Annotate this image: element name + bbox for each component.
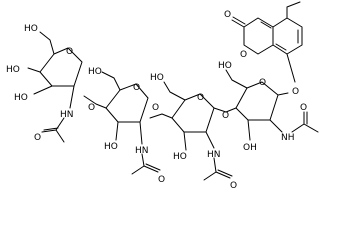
sugar-ring-4 (27, 31, 83, 143)
glycosidic-bond-4-3 (83, 95, 107, 109)
sugar-3-ch2oh-bond (101, 71, 121, 91)
coumarin-group (231, 1, 303, 83)
sugar-3-oh-bond (115, 121, 119, 141)
coumarin-benzene-ring (272, 17, 303, 55)
sugar-2-ch2oh-bond (163, 81, 186, 101)
glycosidic-oxygen-3-label: O (152, 103, 159, 113)
ring-2-oh-label: HO (173, 152, 187, 162)
ring-4-ch2oh-label: HO (24, 24, 38, 34)
aryl-oxygen-label: O (292, 87, 299, 97)
coumarin-lactone-ring (243, 17, 274, 55)
ring-4-acetyl-oxygen-label: O (34, 133, 41, 143)
sugar-1-oh-bond (247, 119, 251, 141)
carbonyl-bond (231, 16, 246, 28)
sugar-2-acetyl-bond (203, 157, 233, 181)
ring-2-oxygen-label: O (197, 93, 204, 103)
coumarin-double-bond (260, 21, 272, 29)
ring-3-acetyl-oxygen-label: O (158, 175, 165, 185)
glycosidic-oxygen-4-label: O (88, 103, 95, 113)
glycosidic-bond-3-2 (149, 113, 173, 119)
sugar-ring-1-bonds (235, 81, 279, 121)
molecule-drawing: O O O O HO OH NH O O O HO HO HN O O O HO… (6, 1, 319, 191)
sugar-ring-2-bonds (171, 93, 215, 133)
ring-1-nh-label: NH (281, 133, 295, 143)
sugar-ring-3-bonds (105, 83, 149, 123)
ring-1-acetyl-oxygen-label: O (300, 103, 307, 113)
sugar-4-ch2oh-bond (39, 31, 55, 55)
sugar-3-nh-bond (139, 121, 143, 145)
ring-2-nh-label: HN (207, 150, 221, 160)
carbonyl-oxygen-label: O (224, 10, 231, 20)
sugar-ring-1 (225, 69, 319, 141)
ring-2-ch2oh-label: HO (150, 73, 164, 83)
sugar-2-nh-bond (205, 131, 215, 149)
ring-1-ch2oh-label: HO (218, 61, 232, 71)
chemical-structure-diagram: O O O O HO OH NH O O O HO HO HN O O O HO… (6, 1, 319, 191)
sugar-ring-3 (101, 71, 161, 175)
sugar-4-acetyl-bond (41, 117, 65, 143)
ring-3-ch2oh-label: HO (88, 67, 102, 77)
ring-2-acetyl-oxygen-label: O (230, 181, 237, 191)
sugar-1-nh-bond (269, 119, 283, 133)
ring-1-oxygen-label: O (259, 78, 266, 88)
ring-4-nh-label: HN (60, 110, 74, 120)
ring-4-oxygen-label: O (66, 47, 73, 57)
sugar-4-ho-bond-1 (27, 67, 41, 73)
ring-3-oh-label: HO (104, 142, 118, 152)
sugar-3-acetyl-bond (131, 153, 161, 175)
ring-1-oh-label: OH (243, 143, 257, 153)
sugar-4-nh-bond (69, 85, 75, 109)
ring-4-ho-label-2: HO (14, 93, 28, 103)
glycosidic-bond-2-1 (213, 107, 237, 113)
lactone-oxygen-label: O (240, 50, 247, 60)
glycosidic-oxygen-2-label: O (222, 111, 229, 121)
sugar-1-ch2oh-bond (225, 69, 248, 89)
coumarin-aromatic-bond (275, 29, 299, 51)
methyl-bond (286, 1, 301, 19)
sugar-4-ho-bond-2 (33, 85, 53, 95)
ring-3-oxygen-label: O (133, 83, 140, 93)
sugar-1-acetyl-bond (291, 111, 319, 133)
ring-3-nh-label: HN (135, 146, 149, 156)
aryl-ether-bond (286, 53, 296, 83)
ring-4-ho-label-1: HO (6, 65, 20, 75)
sugar-1-to-o-bond (277, 92, 289, 96)
sugar-ring-4-bonds (39, 47, 83, 87)
sugar-2-oh-bond (183, 131, 187, 151)
